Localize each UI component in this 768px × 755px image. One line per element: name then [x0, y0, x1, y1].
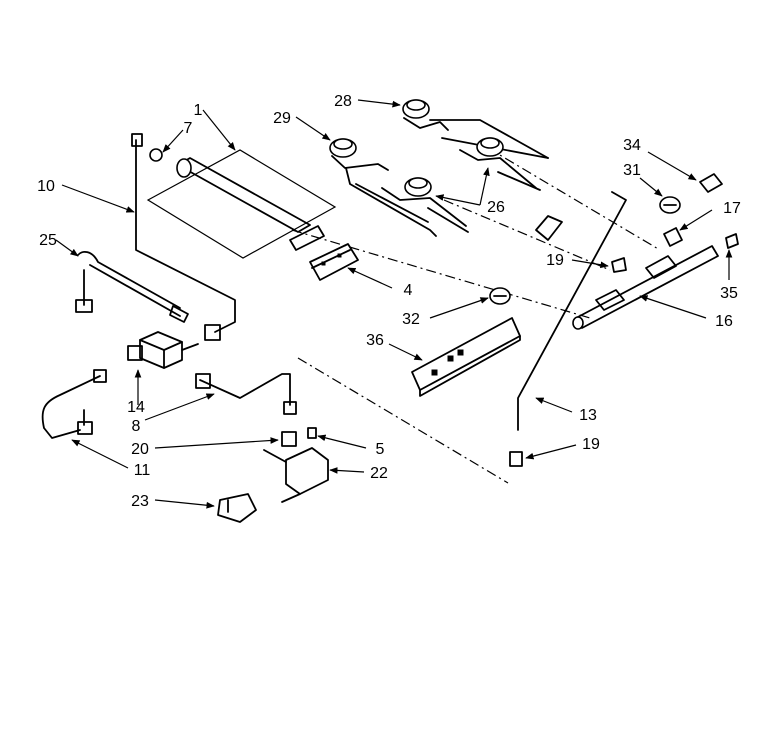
callout-36: 36 — [366, 332, 384, 349]
callout-26: 26 — [487, 199, 505, 216]
callout-13: 13 — [579, 407, 597, 424]
callout-23: 23 — [131, 493, 149, 510]
bracket — [309, 243, 359, 281]
pilot-tubing — [41, 369, 107, 439]
regulator — [127, 331, 199, 369]
callout-20: 20 — [131, 441, 149, 458]
callout-32: 32 — [402, 311, 420, 328]
callout-28: 28 — [334, 93, 352, 110]
callout-11: 11 — [134, 462, 151, 479]
callout-35: 35 — [720, 285, 738, 302]
callout-17: 17 — [723, 200, 741, 217]
long-tube — [509, 191, 627, 467]
callout-19-lower: 19 — [582, 436, 600, 453]
valve-tube — [195, 373, 297, 415]
callout-34: 34 — [623, 137, 641, 154]
manifold-tube — [146, 148, 337, 259]
elbow-tube — [75, 250, 189, 323]
callout-5: 5 — [376, 441, 385, 458]
callout-29: 29 — [273, 110, 291, 127]
callout-labels: 1 7 10 25 4 14 8 11 20 5 22 23 28 29 26 … — [37, 93, 741, 510]
knobs-and-fittings — [489, 173, 739, 305]
callout-7: 7 — [184, 120, 193, 137]
callout-14: 14 — [127, 399, 145, 416]
leader-lines — [55, 99, 733, 509]
callout-22: 22 — [370, 465, 388, 482]
valve-assembly — [217, 427, 329, 523]
supply-tube — [131, 133, 236, 341]
burner-base — [411, 317, 521, 397]
callout-4: 4 — [404, 282, 413, 299]
callout-19-upper: 19 — [546, 252, 564, 269]
alignment-lines — [291, 147, 661, 484]
burners — [329, 99, 549, 237]
cross-tube — [572, 245, 719, 330]
callout-31: 31 — [623, 162, 641, 179]
callout-10: 10 — [37, 178, 55, 195]
callout-1: 1 — [194, 102, 203, 119]
callout-16: 16 — [715, 313, 733, 330]
callout-25: 25 — [39, 232, 57, 249]
callout-8: 8 — [132, 418, 141, 435]
